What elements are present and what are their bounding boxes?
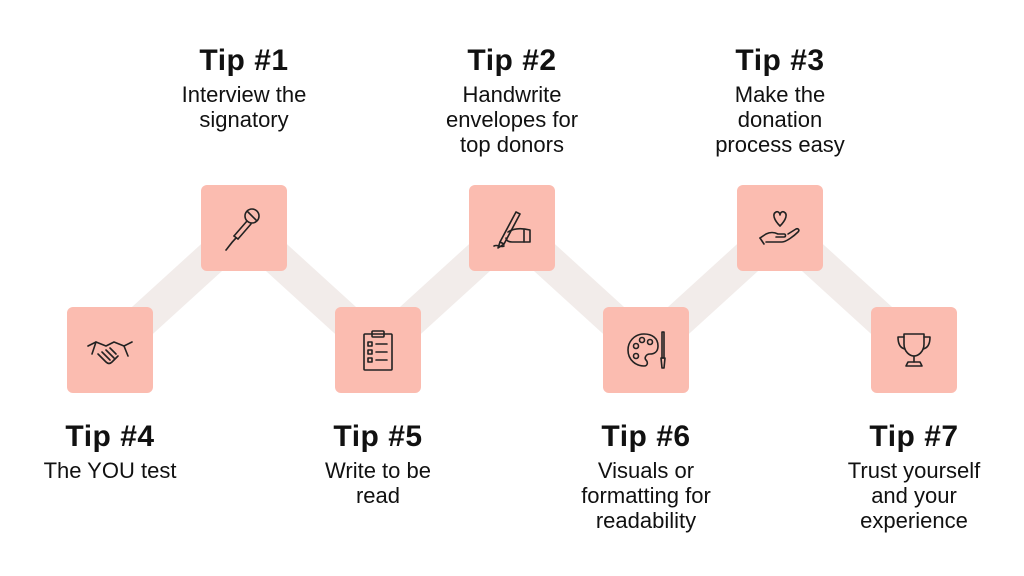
- tip-4-desc-line: The YOU test: [43, 458, 177, 483]
- tip-2-desc: Handwrite envelopes for top donors: [402, 82, 622, 157]
- tip-4-desc: The YOU test: [0, 458, 220, 483]
- tip-2-desc-line: envelopes for: [445, 107, 579, 132]
- tip-1-text: Tip #1 Interview the signatory: [134, 44, 354, 132]
- tip-5-desc: Write to be read: [268, 458, 488, 508]
- tip-6-desc: Visuals or formatting for readability: [536, 458, 756, 533]
- tip-6-title: Tip #6: [601, 420, 691, 453]
- tip-4-title: Tip #4: [65, 420, 155, 453]
- microphone-icon: [225, 208, 260, 251]
- tip-3-tile: [737, 185, 823, 271]
- tip-7-desc-line: Trust yourself: [847, 458, 981, 483]
- tip-3-desc-line: process easy: [715, 132, 845, 157]
- trophy-icon: [897, 333, 931, 367]
- tip-5-tile: [335, 307, 421, 393]
- tip-6-tile: [603, 307, 689, 393]
- handshake-icon: [87, 341, 133, 365]
- tip-7-title: Tip #7: [869, 420, 959, 453]
- tip-7-desc: Trust yourself and your experience: [804, 458, 1024, 533]
- hand-writing-icon: [493, 211, 531, 249]
- tip-7-desc-line: experience: [860, 508, 968, 533]
- tip-2-desc-line: top donors: [460, 132, 564, 157]
- tip-3-text: Tip #3 Make the donation process easy: [670, 44, 890, 157]
- tip-7-text: Tip #7 Trust yourself and your experienc…: [804, 420, 1024, 533]
- tip-4-tile: [67, 307, 153, 393]
- tip-5-desc-line: read: [355, 483, 401, 508]
- tip-3-desc-line: donation: [737, 107, 823, 132]
- tip-2-tile: [469, 185, 555, 271]
- tip-1-desc-line: signatory: [199, 107, 289, 132]
- clipboard-checklist-icon: [363, 330, 393, 371]
- tip-1-desc: Interview the signatory: [134, 82, 354, 132]
- tip-2-desc-line: Handwrite: [462, 82, 562, 107]
- tip-2-title: Tip #2: [467, 44, 557, 77]
- tip-5-text: Tip #5 Write to be read: [268, 420, 488, 508]
- tip-6-desc-line: Visuals or: [597, 458, 695, 483]
- tip-3-desc-line: Make the: [734, 82, 826, 107]
- tip-2-text: Tip #2 Handwrite envelopes for top donor…: [402, 44, 622, 157]
- tip-3-title: Tip #3: [735, 44, 825, 77]
- tip-6-desc-line: readability: [595, 508, 697, 533]
- tip-5-title: Tip #5: [333, 420, 423, 453]
- tip-1-tile: [201, 185, 287, 271]
- tip-3-desc: Make the donation process easy: [670, 82, 890, 157]
- tip-7-desc-line: and your: [871, 483, 957, 508]
- tip-1-desc-line: Interview the: [181, 82, 307, 107]
- tip-4-text: Tip #4 The YOU test: [0, 420, 220, 483]
- tip-1-title: Tip #1: [199, 44, 289, 77]
- palette-icon: [627, 331, 666, 369]
- tip-6-desc-line: formatting for: [581, 483, 711, 508]
- hand-heart-icon: [759, 210, 800, 245]
- tip-5-desc-line: Write to be: [325, 458, 431, 483]
- tip-6-text: Tip #6 Visuals or formatting for readabi…: [536, 420, 756, 533]
- tip-7-tile: [871, 307, 957, 393]
